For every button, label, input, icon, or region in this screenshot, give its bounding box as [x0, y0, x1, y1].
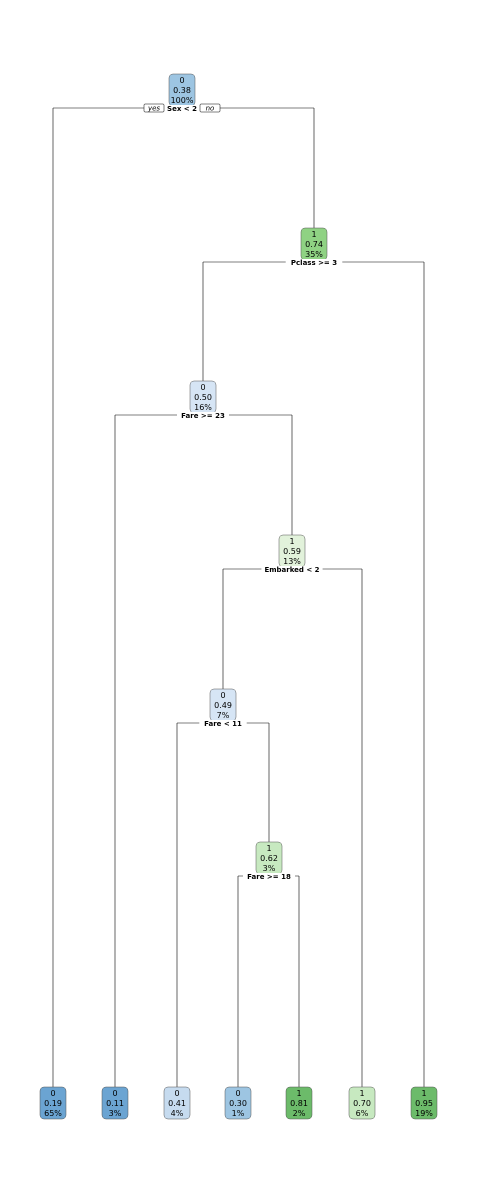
node-class-label: 0 — [174, 1089, 179, 1098]
split-label-bg — [243, 873, 295, 881]
node-probability: 0.49 — [214, 701, 232, 710]
split-condition: Fare >= 18 — [247, 873, 291, 881]
node-class-label: 1 — [266, 844, 271, 853]
node-class-label: 0 — [220, 691, 225, 700]
node-percent: 100% — [171, 96, 194, 105]
split-node: 00.497% — [209, 688, 237, 722]
tree-edges — [52, 107, 425, 1087]
leaf-node: 10.812% — [285, 1086, 313, 1120]
split-condition: Fare >= 23 — [181, 412, 225, 420]
split-condition: Fare < 11 — [204, 720, 242, 728]
node-probability: 0.19 — [44, 1099, 62, 1108]
split-label-bg — [177, 412, 229, 420]
leaf-node: 00.113% — [101, 1086, 129, 1120]
leaf-node: 00.301% — [224, 1086, 252, 1120]
node-percent: 35% — [305, 250, 323, 259]
yes-branch-tag: yes — [147, 105, 160, 113]
node-class-label: 0 — [112, 1089, 117, 1098]
node-box — [285, 1086, 313, 1120]
node-probability: 0.74 — [305, 240, 323, 249]
node-probability: 0.11 — [106, 1099, 124, 1108]
split-node: 10.623% — [255, 841, 283, 875]
split-label-bg — [199, 720, 247, 728]
no-branch-tag: no — [206, 105, 215, 113]
node-probability: 0.62 — [260, 854, 278, 863]
node-percent: 13% — [283, 557, 301, 566]
split-label-bg — [162, 105, 202, 113]
node-percent: 4% — [171, 1109, 184, 1118]
split-condition: Embarked < 2 — [264, 566, 319, 574]
node-probability: 0.38 — [173, 86, 191, 95]
node-percent: 65% — [44, 1109, 62, 1118]
node-class-label: 1 — [296, 1089, 301, 1098]
node-percent: 16% — [194, 403, 212, 412]
split-condition: Pclass >= 3 — [291, 259, 337, 267]
node-box — [101, 1086, 129, 1120]
node-probability: 0.95 — [415, 1099, 433, 1108]
tree-split-labels: Sex < 2 Pclass >= 3 Fare >= 23 Embarked < 2… — [143, 103, 343, 881]
node-class-label: 0 — [235, 1089, 240, 1098]
tree-nodes: 00.38100%10.7435%00.5016%10.5913%00.497%… — [39, 73, 438, 1120]
node-class-label: 0 — [50, 1089, 55, 1098]
node-percent: 19% — [415, 1109, 433, 1118]
node-percent: 2% — [293, 1109, 306, 1118]
node-box — [348, 1086, 376, 1120]
no-branch-tag-box — [199, 103, 221, 113]
node-box — [224, 1086, 252, 1120]
node-class-label: 0 — [179, 76, 184, 85]
leaf-node: 10.706% — [348, 1086, 376, 1120]
node-probability: 0.81 — [290, 1099, 308, 1108]
node-probability: 0.50 — [194, 393, 212, 402]
node-percent: 3% — [263, 864, 276, 873]
node-percent: 7% — [217, 711, 230, 720]
node-probability: 0.59 — [283, 547, 301, 556]
node-box — [410, 1086, 438, 1120]
node-class-label: 1 — [289, 537, 294, 546]
split-label-bg — [285, 259, 343, 267]
leaf-node: 00.414% — [163, 1086, 191, 1120]
node-probability: 0.41 — [168, 1099, 186, 1108]
node-probability: 0.70 — [353, 1099, 371, 1108]
yes-branch-tag-box — [143, 103, 165, 113]
split-condition: Sex < 2 — [167, 105, 197, 113]
node-class-label: 0 — [200, 383, 205, 392]
node-class-label: 1 — [421, 1089, 426, 1098]
node-probability: 0.30 — [229, 1099, 247, 1108]
split-label-bg — [261, 566, 323, 574]
node-percent: 6% — [356, 1109, 369, 1118]
node-class-label: 1 — [359, 1089, 364, 1098]
node-class-label: 1 — [311, 230, 316, 239]
node-percent: 3% — [109, 1109, 122, 1118]
node-box — [39, 1086, 67, 1120]
node-box — [163, 1086, 191, 1120]
node-percent: 1% — [232, 1109, 245, 1118]
